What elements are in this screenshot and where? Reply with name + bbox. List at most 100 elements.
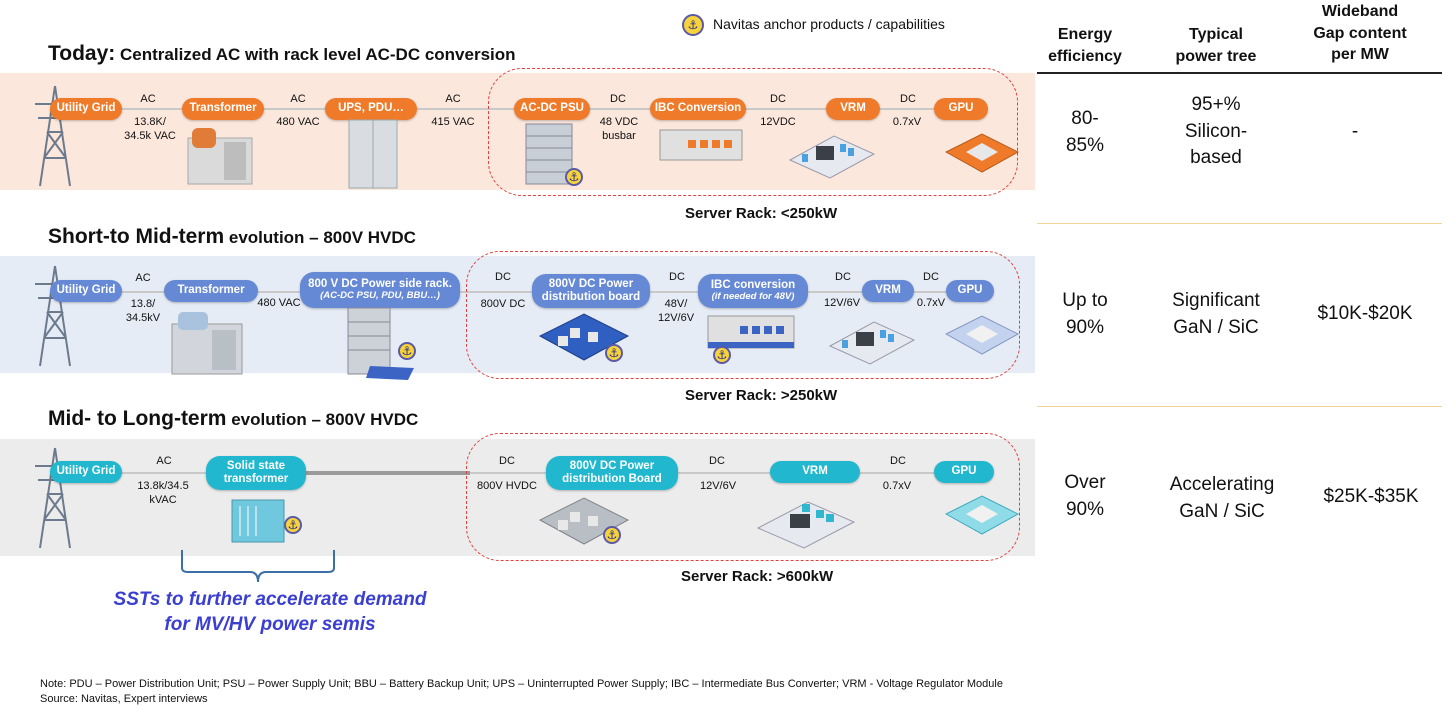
- link-value: 0.7xV: [882, 480, 912, 492]
- rack-label-mid-long: Server Rack: >600kW: [681, 568, 834, 585]
- link-type: DC: [495, 271, 511, 283]
- link-value: 48V/ 12V/6V: [657, 298, 695, 324]
- column-header-wbg: Wideband Gap content per MW: [1313, 3, 1407, 64]
- link-type: DC: [835, 271, 851, 283]
- footnote: Note: PDU – Power Distribution Unit; PSU…: [40, 678, 1003, 690]
- node-vrm: VRM: [826, 98, 880, 120]
- pylon-icon: [35, 265, 75, 367]
- cell-power-tree-short-mid: Significant GaN / SiC: [1172, 290, 1260, 338]
- sst-callout: SSTs to further accelerate demand for MV…: [113, 589, 427, 635]
- brace-icon: [181, 550, 335, 583]
- node-utility-grid: Utility Grid: [50, 461, 122, 483]
- node-vrm: VRM: [862, 280, 914, 302]
- hvdc-line: [300, 471, 470, 475]
- node-ups-pdu: UPS, PDU…: [325, 98, 417, 120]
- server-rack-short-mid: [466, 251, 1020, 379]
- link-value: 12V/6V: [699, 480, 737, 492]
- legend-text: Navitas anchor products / capabilities: [713, 16, 945, 32]
- rack-label-today: Server Rack: <250kW: [685, 205, 838, 222]
- node-utility-grid: Utility Grid: [50, 280, 122, 302]
- link-value: 415 VAC: [431, 116, 475, 128]
- rack-label-short-mid: Server Rack: >250kW: [685, 387, 838, 404]
- column-header-efficiency: Energy efficiency: [1048, 26, 1122, 65]
- anchor-icon: ⚓: [682, 14, 704, 36]
- node-dc-power-distribution-board: 800V DC Power distribution board: [532, 274, 650, 308]
- vrm-board-icon: [828, 321, 916, 365]
- link-value: 12VDC: [760, 116, 796, 128]
- node-800v-power-side-rack: 800 V DC Power side rack. (AC-DC PSU, PD…: [300, 272, 460, 308]
- node-solid-state-transformer: Solid state transformer: [206, 456, 306, 490]
- link-type: DC: [890, 455, 906, 467]
- cell-power-tree-today: 95+% Silicon- based: [1184, 94, 1248, 169]
- cell-efficiency-mid-long: Over 90%: [1064, 472, 1106, 520]
- gpu-chip-icon: [944, 133, 1020, 173]
- anchor-icon: ⚓: [603, 526, 621, 544]
- link-type: AC: [290, 93, 306, 105]
- link-type: DC: [923, 271, 939, 283]
- source-note: Source: Navitas, Expert interviews: [40, 693, 208, 705]
- cell-wbg-mid-long: $25K-$35K: [1323, 486, 1419, 507]
- distribution-board-icon: [538, 313, 630, 361]
- server-rack-mid-long: [466, 433, 1020, 561]
- node-dc-power-distribution-board: 800V DC Power distribution Board: [546, 456, 678, 490]
- row-title-short-mid: Short-to Mid-term evolution – 800V HVDC: [48, 225, 416, 248]
- link-value: 48 VDC busbar: [599, 116, 639, 142]
- row-title-mid-long: Mid- to Long-term evolution – 800V HVDC: [48, 407, 419, 430]
- gpu-chip-icon: [944, 315, 1020, 355]
- link-value: 800V DC: [480, 298, 526, 310]
- node-gpu: GPU: [934, 98, 988, 120]
- link-type: DC: [900, 93, 916, 105]
- transformer-icon: [171, 312, 243, 375]
- anchor-icon: ⚓: [398, 342, 416, 360]
- node-gpu: GPU: [934, 461, 994, 483]
- gpu-chip-icon: [944, 495, 1020, 535]
- link-type: DC: [499, 455, 515, 467]
- node-transformer: Transformer: [164, 280, 258, 302]
- node-ibc-conversion: IBC Conversion: [650, 98, 746, 120]
- link-type: AC: [135, 272, 151, 284]
- distribution-board-icon: [538, 497, 630, 545]
- link-value: 13.8K/ 34.5k VAC: [124, 116, 176, 142]
- link-type: AC: [445, 93, 461, 105]
- server-rack-today: [488, 68, 1018, 196]
- link-type: AC: [140, 93, 156, 105]
- ibc-module-icon: [659, 129, 743, 161]
- vrm-board-icon: [756, 501, 856, 549]
- link-value: 800V HVDC: [477, 480, 537, 492]
- node-ibc-conversion: IBC conversion (if needed for 48V): [698, 274, 808, 308]
- anchor-icon: ⚓: [565, 168, 583, 186]
- link-type: DC: [770, 93, 786, 105]
- link-value: 480 VAC: [276, 116, 320, 128]
- link-type: AC: [156, 455, 172, 467]
- link-type: DC: [610, 93, 626, 105]
- node-utility-grid: Utility Grid: [50, 98, 122, 120]
- link-value: 12V/6V: [823, 297, 861, 309]
- link-type: DC: [669, 271, 685, 283]
- cell-wbg-short-mid: $10K-$20K: [1317, 303, 1413, 324]
- node-vrm: VRM: [770, 461, 860, 483]
- psu-rack-icon: [525, 123, 573, 185]
- ibc-module-icon: [707, 315, 795, 349]
- header-divider: [1037, 72, 1442, 74]
- vrm-board-icon: [788, 135, 876, 179]
- cell-wbg-today: -: [1351, 121, 1359, 142]
- link-value: 480 VAC: [257, 297, 301, 309]
- link-value: 0.7xV: [892, 116, 922, 128]
- link-type: DC: [709, 455, 725, 467]
- anchor-icon: ⚓: [713, 346, 731, 364]
- link-value: 0.7xV: [916, 297, 946, 309]
- row-divider-2: [1037, 406, 1442, 407]
- cell-efficiency-short-mid: Up to 90%: [1062, 290, 1108, 338]
- anchor-icon: ⚓: [284, 516, 302, 534]
- transformer-icon: [187, 128, 253, 185]
- row-title-today: Today: Centralized AC with rack level AC…: [48, 42, 516, 65]
- cell-efficiency-today: 80- 85%: [1065, 108, 1105, 156]
- cell-power-tree-mid-long: Accelerating GaN / SiC: [1169, 474, 1275, 522]
- node-transformer: Transformer: [182, 98, 264, 120]
- row-band-mid-long: [0, 439, 1035, 556]
- node-ac-dc-psu: AC-DC PSU: [514, 98, 590, 120]
- power-rack-icon: [347, 307, 414, 380]
- link-value: 13.8k/34.5 kVAC: [137, 480, 189, 506]
- ups-cabinet-icon: [348, 119, 398, 189]
- row-divider-1: [1037, 223, 1442, 224]
